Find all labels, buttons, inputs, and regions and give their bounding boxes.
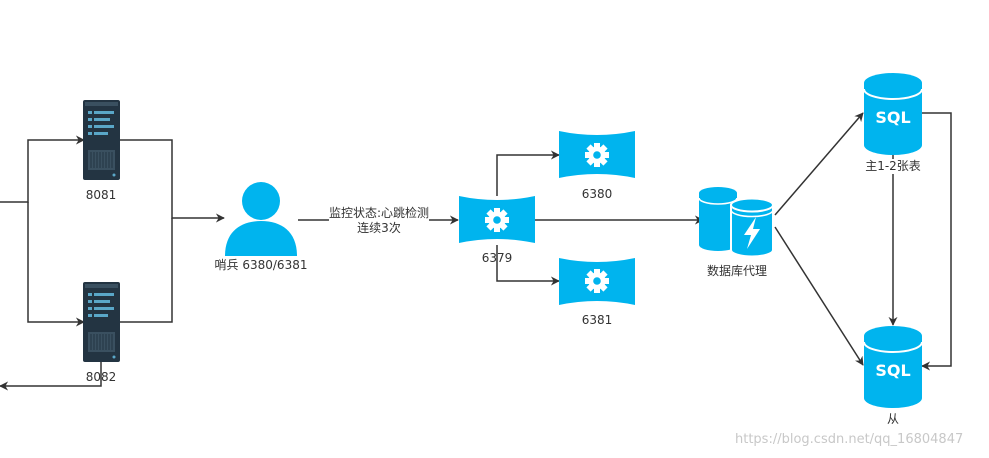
sql-database-icon[interactable]: SQL: [863, 72, 923, 156]
label-sentinel: 哨兵 6380/6381: [214, 258, 308, 272]
label-sql-master: 主1-2张表: [865, 159, 921, 174]
connectors: [0, 112, 952, 391]
user-icon[interactable]: [225, 182, 297, 256]
label-server-8082: 8082: [85, 370, 117, 384]
label-edge-monitor-line1: 监控状态:心跳检测: [328, 206, 430, 221]
gear-icon: [485, 208, 509, 232]
redis-node-6380[interactable]: [559, 131, 635, 178]
server-rack-icon[interactable]: [82, 99, 121, 181]
label-db-proxy: 数据库代理: [706, 264, 768, 278]
label-redis-6380: 6380: [581, 187, 613, 201]
sql-icon-label: SQL: [875, 361, 910, 380]
edge-8081-to-sentinel: [119, 139, 225, 223]
edge-6379-to-6380: [496, 150, 560, 196]
sql-database-icon[interactable]: SQL: [863, 325, 923, 409]
gear-icon: [585, 269, 609, 293]
edge-master-to-slave-loop: [921, 112, 952, 371]
edge-proxy-to-slave: [774, 226, 864, 366]
watermark: https://blog.csdn.net/qq_16804847: [735, 432, 964, 447]
label-sql-slave: 从: [886, 412, 900, 426]
edge-left-to-8082: [27, 202, 85, 327]
label-server-8081: 8081: [85, 188, 117, 202]
edge-8082-return: [0, 362, 102, 391]
edge-proxy-to-master: [774, 112, 864, 216]
lightning-icon: [744, 217, 760, 249]
sql-icon-label: SQL: [875, 108, 910, 127]
redis-node-6381[interactable]: [559, 258, 635, 305]
label-redis-6379: 6379: [481, 251, 513, 265]
label-redis-6381: 6381: [581, 313, 613, 327]
edge-8082-to-sentinel: [119, 218, 173, 323]
server-rack-icon[interactable]: [82, 281, 121, 363]
edge-left-to-8081: [0, 135, 85, 203]
gear-icon: [585, 143, 609, 167]
label-edge-monitor-line2: 连续3次: [357, 221, 401, 236]
redis-node-6379[interactable]: [459, 196, 535, 243]
edge-6379-to-6381: [496, 245, 560, 286]
database-lightning-icon[interactable]: [698, 187, 774, 258]
